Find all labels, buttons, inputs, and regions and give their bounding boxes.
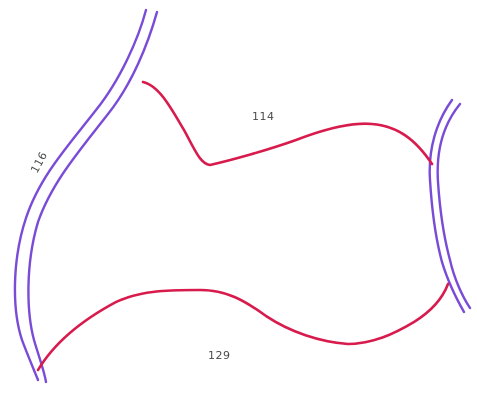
left-boundary-line-outer — [13, 8, 148, 382]
top-segment-line — [141, 80, 434, 167]
right-boundary-lines — [428, 98, 472, 314]
bottom-segment-label: 129 — [208, 349, 231, 362]
top-segment-label: 114 — [252, 110, 275, 123]
left-boundary-line-inner — [27, 10, 159, 384]
right-boundary-line-inner — [436, 102, 472, 310]
left-boundary-lines — [13, 8, 159, 384]
right-boundary-line-outer — [428, 98, 466, 314]
bottom-segment-line — [36, 282, 450, 372]
left-boundary-label: 116 — [28, 149, 50, 175]
